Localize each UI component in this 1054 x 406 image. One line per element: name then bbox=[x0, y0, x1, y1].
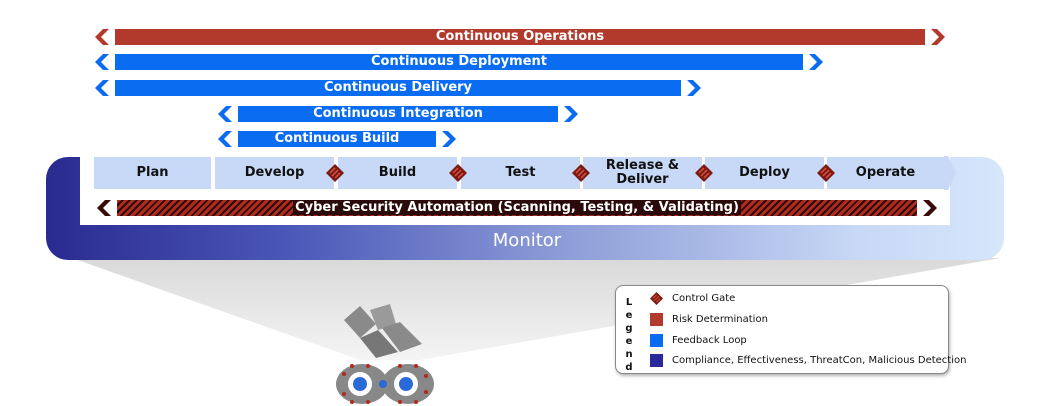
feedback-swatch bbox=[650, 334, 663, 347]
control-gate-icon bbox=[695, 164, 713, 182]
cyber-security-label-bg: Cyber Security Automation (Scanning, Tes… bbox=[117, 200, 917, 216]
right-arrow-icon bbox=[564, 106, 578, 122]
cyber-security-bar: Cyber Security Automation (Scanning, Tes… bbox=[97, 200, 937, 216]
phase-deploy: Deploy bbox=[704, 156, 825, 190]
right-arrow-icon bbox=[923, 200, 937, 216]
control-gate-icon bbox=[326, 164, 344, 182]
continuous-integration-bar: Continuous Integration bbox=[218, 106, 578, 122]
operate-arrow-tip bbox=[944, 156, 956, 190]
left-arrow-icon bbox=[218, 106, 232, 122]
control-gate-icon bbox=[449, 164, 467, 182]
continuous-build-label: Continuous Build bbox=[238, 131, 436, 147]
right-arrow-icon bbox=[931, 29, 945, 45]
continuous-operations-bar: Continuous Operations bbox=[95, 29, 945, 45]
phase-build: Build bbox=[337, 156, 458, 190]
left-arrow-icon bbox=[95, 80, 109, 96]
phase-operate: Operate bbox=[826, 156, 945, 190]
cyber-security-label: Cyber Security Automation (Scanning, Tes… bbox=[293, 200, 741, 215]
legend-label: Feedback Loop bbox=[672, 335, 747, 346]
right-arrow-icon bbox=[809, 54, 823, 70]
left-arrow-icon bbox=[95, 29, 109, 45]
control-gate-icon bbox=[817, 164, 835, 182]
legend-label: Control Gate bbox=[672, 293, 736, 304]
continuous-delivery-bar: Continuous Delivery bbox=[95, 80, 701, 96]
risk-swatch bbox=[650, 313, 663, 326]
control-gate-icon bbox=[650, 292, 663, 305]
legend-label: Compliance, Effectiveness, ThreatCon, Ma… bbox=[672, 355, 967, 366]
phase-test: Test bbox=[460, 156, 581, 190]
continuous-deployment-label: Continuous Deployment bbox=[115, 54, 803, 70]
continuous-operations-label: Continuous Operations bbox=[115, 29, 925, 45]
legend-label: Risk Determination bbox=[672, 314, 768, 325]
phase-plan: Plan bbox=[93, 156, 212, 190]
monitor-label: Monitor bbox=[492, 230, 562, 251]
continuous-build-bar: Continuous Build bbox=[218, 131, 456, 147]
control-gate-icon bbox=[572, 164, 590, 182]
compliance-swatch bbox=[650, 354, 663, 367]
right-arrow-icon bbox=[687, 80, 701, 96]
left-arrow-icon bbox=[218, 131, 232, 147]
left-arrow-icon bbox=[95, 54, 109, 70]
continuous-deployment-bar: Continuous Deployment bbox=[95, 54, 823, 70]
devsecops-loop-icon bbox=[336, 304, 434, 404]
continuous-delivery-label: Continuous Delivery bbox=[115, 80, 681, 96]
continuous-integration-label: Continuous Integration bbox=[238, 106, 558, 122]
phase-develop: Develop bbox=[214, 156, 335, 190]
right-arrow-icon bbox=[442, 131, 456, 147]
phase-release-deliver: Release & Deliver bbox=[582, 156, 703, 190]
left-arrow-icon bbox=[97, 200, 111, 216]
